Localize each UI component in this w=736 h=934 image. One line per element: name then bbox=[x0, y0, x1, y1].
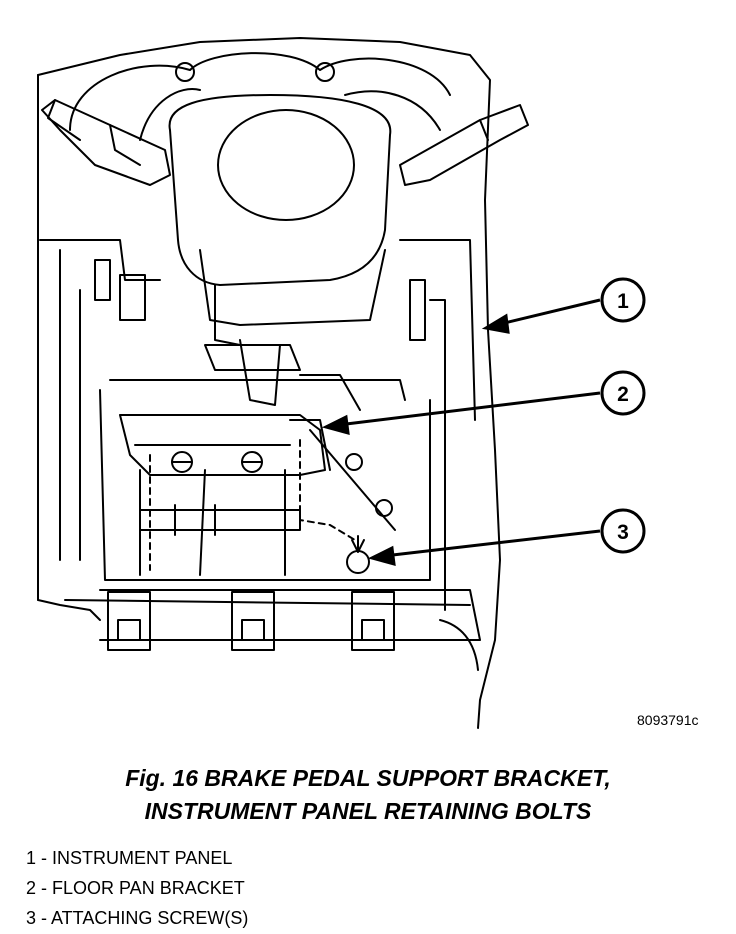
arrowhead-3 bbox=[367, 545, 396, 567]
steering-hub bbox=[217, 109, 355, 221]
arrowhead-2 bbox=[321, 414, 350, 436]
callout-number-2: 2 bbox=[617, 383, 629, 406]
retaining-clips bbox=[107, 591, 395, 651]
callout-number-3: 3 bbox=[617, 521, 629, 544]
callout-3: 3 bbox=[600, 508, 646, 554]
figure-caption-line-2: INSTRUMENT PANEL RETAINING BOLTS bbox=[144, 798, 592, 824]
knee-bolster-frame bbox=[39, 239, 161, 281]
leader-line-3 bbox=[383, 529, 601, 558]
technical-illustration: 1 2 3 bbox=[37, 37, 646, 729]
callout-1: 1 bbox=[600, 277, 646, 323]
floor-pan-bracket bbox=[119, 414, 326, 476]
bracket-bolts bbox=[171, 451, 393, 517]
turn-signal-stalk bbox=[41, 99, 171, 186]
legend: 1 - INSTRUMENT PANEL 2 - FLOOR PAN BRACK… bbox=[26, 843, 248, 933]
legend-item-3: 3 - ATTACHING SCREW(S) bbox=[26, 908, 249, 928]
leader-line-1 bbox=[495, 298, 601, 327]
steering-column-shroud bbox=[168, 94, 392, 286]
leader-line-2 bbox=[337, 391, 601, 427]
figure-caption-line-1: Fig. 16 BRAKE PEDAL SUPPORT BRACKET, bbox=[125, 765, 611, 791]
callout-2: 2 bbox=[600, 370, 646, 416]
brake-pedal-cavity bbox=[99, 389, 431, 581]
callout-number-1: 1 bbox=[617, 290, 629, 313]
wiper-stalk bbox=[399, 104, 529, 186]
figure-code: 8093791c bbox=[637, 712, 699, 728]
legend-item-2: 2 - FLOOR PAN BRACKET bbox=[26, 878, 245, 898]
arrowhead-1 bbox=[481, 313, 510, 334]
gauge-cluster bbox=[69, 52, 451, 131]
attaching-screw bbox=[346, 535, 370, 574]
legend-item-1: 1 - INSTRUMENT PANEL bbox=[26, 848, 233, 868]
